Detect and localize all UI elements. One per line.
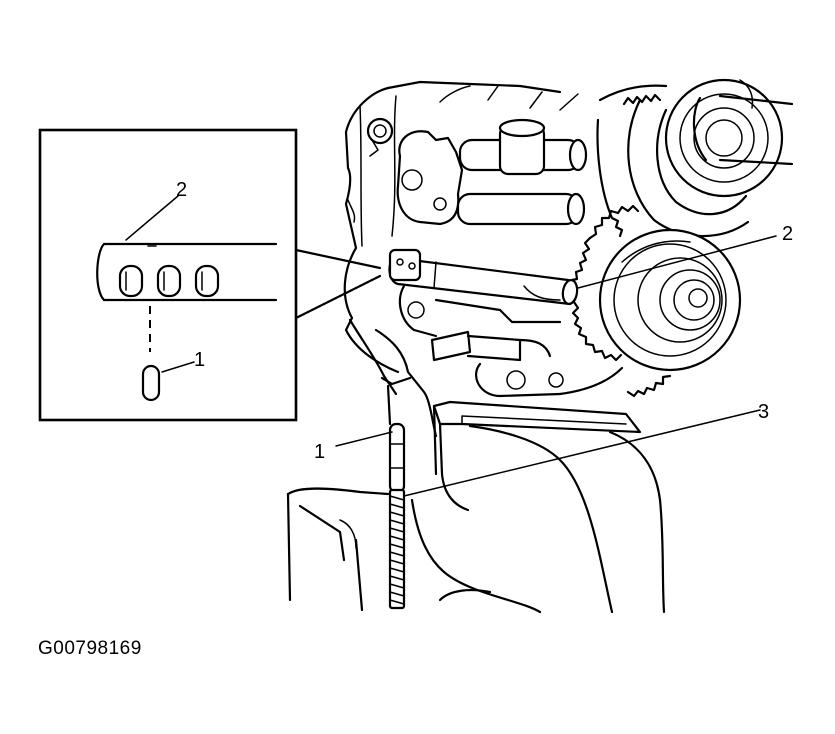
linkage	[348, 284, 624, 438]
upper-gear	[596, 78, 794, 238]
guide-plate	[432, 400, 642, 512]
main-callout-3: 3	[758, 401, 769, 423]
engine-block	[343, 80, 588, 374]
inset-connector	[294, 248, 382, 320]
main-callout-1: 1	[314, 441, 325, 463]
balance-shaft	[388, 248, 579, 306]
inset-holes	[118, 264, 220, 298]
lower-casing	[286, 424, 666, 614]
detail-inset	[38, 128, 298, 422]
figure-id: G00798169	[38, 638, 142, 659]
main-callout-2: 2	[782, 223, 793, 245]
inset-callout-2: 2	[176, 179, 187, 201]
leader-lines	[335, 235, 777, 497]
lower-gear	[570, 204, 742, 398]
inset-callout-1: 1	[194, 349, 205, 371]
inset-pin	[141, 364, 161, 402]
inset-shaft	[96, 242, 278, 302]
pin-and-threaded-rod	[380, 376, 412, 610]
